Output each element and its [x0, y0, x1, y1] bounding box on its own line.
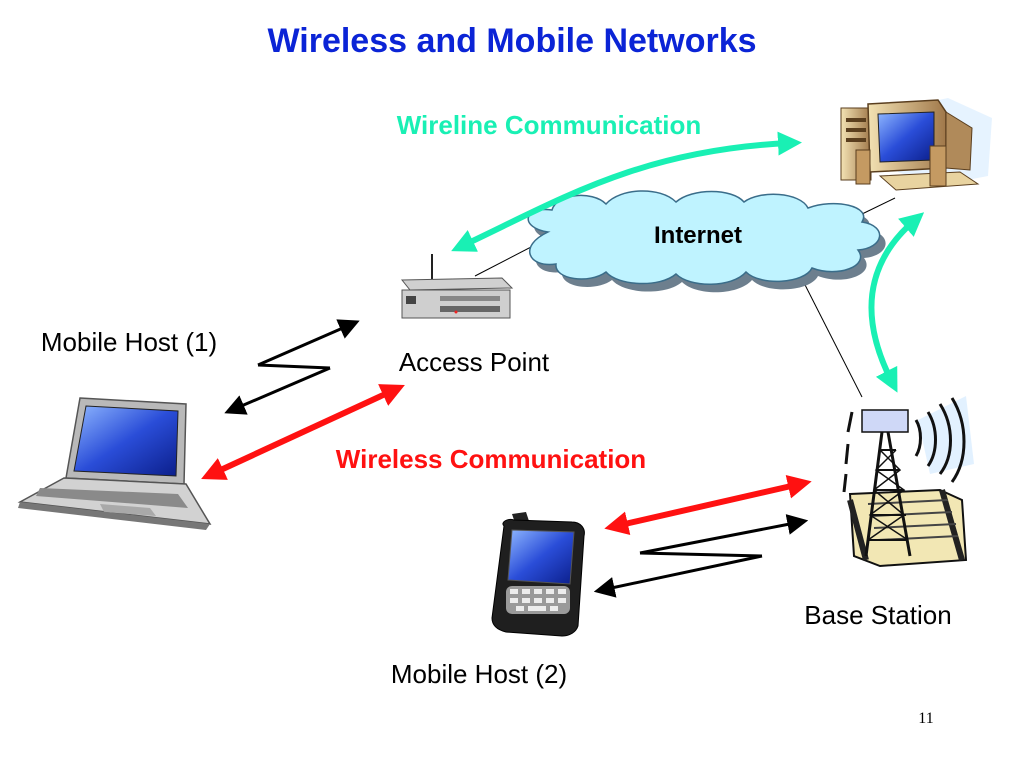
wireline-arrow-computer-basestation [868, 212, 925, 393]
wireline-arrow-ap-computer [451, 131, 802, 252]
slide-title: Wireless and Mobile Networks [267, 22, 756, 60]
wireless-signal-icon-ap [224, 319, 360, 415]
access-point-label: Access Point [399, 347, 550, 377]
wireless-arrow-laptop-ap [201, 384, 405, 480]
page-number: 11 [918, 710, 933, 727]
wireless-communication-label: Wireless Communication [336, 444, 646, 474]
internet-basestation-link [799, 274, 863, 398]
mobile-host-1-label: Mobile Host (1) [41, 327, 217, 357]
mobile-host-2-label: Mobile Host (2) [391, 659, 567, 689]
internet-label: Internet [654, 222, 742, 249]
base-station-label: Base Station [804, 600, 951, 630]
wireless-signal-icon-bs [593, 514, 809, 598]
wireless-arrow-phone-basestation [604, 474, 812, 536]
laptop-icon [17, 397, 212, 530]
smartphone-icon [491, 512, 585, 637]
access-point-router-icon [400, 254, 514, 319]
cell-tower-icon [842, 396, 974, 568]
desktop-computer-icon [840, 98, 992, 191]
internet-computer-link [859, 197, 896, 216]
wireline-communication-label: Wireline Communication [397, 110, 702, 140]
